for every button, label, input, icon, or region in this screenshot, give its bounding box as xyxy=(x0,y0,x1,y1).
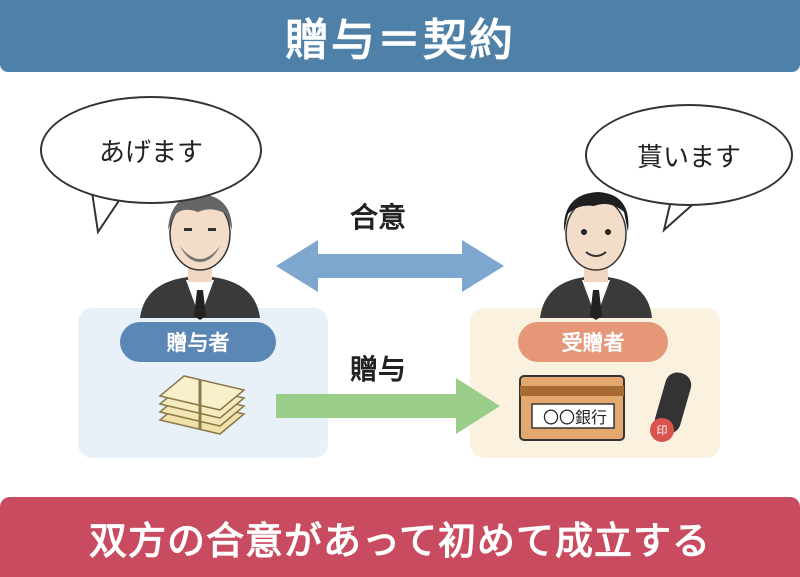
receiver-person-icon xyxy=(540,192,652,320)
receiver-role-badge: 受贈者 xyxy=(518,322,668,362)
receiver-speech-bubble: 貰います xyxy=(585,104,793,206)
giver-role-badge: 贈与者 xyxy=(120,322,276,362)
seal-mark: 印 xyxy=(656,424,668,437)
agreement-label: 合意 xyxy=(350,201,407,234)
giver-person-icon xyxy=(140,194,260,320)
gift-label: 贈与 xyxy=(350,353,407,386)
bankbook-label: 〇〇銀行 xyxy=(542,408,607,427)
gift-arrow xyxy=(276,378,500,434)
conclusion-banner: 双方の合意があって初めて成立する xyxy=(0,497,800,577)
seal-icon xyxy=(650,372,692,442)
giver-speech-bubble: あげます xyxy=(40,96,262,204)
page-title: 贈与＝契約 xyxy=(0,0,800,72)
money-stack-icon xyxy=(158,375,246,435)
bankbook-icon xyxy=(519,375,625,441)
agreement-double-arrow xyxy=(276,240,504,292)
